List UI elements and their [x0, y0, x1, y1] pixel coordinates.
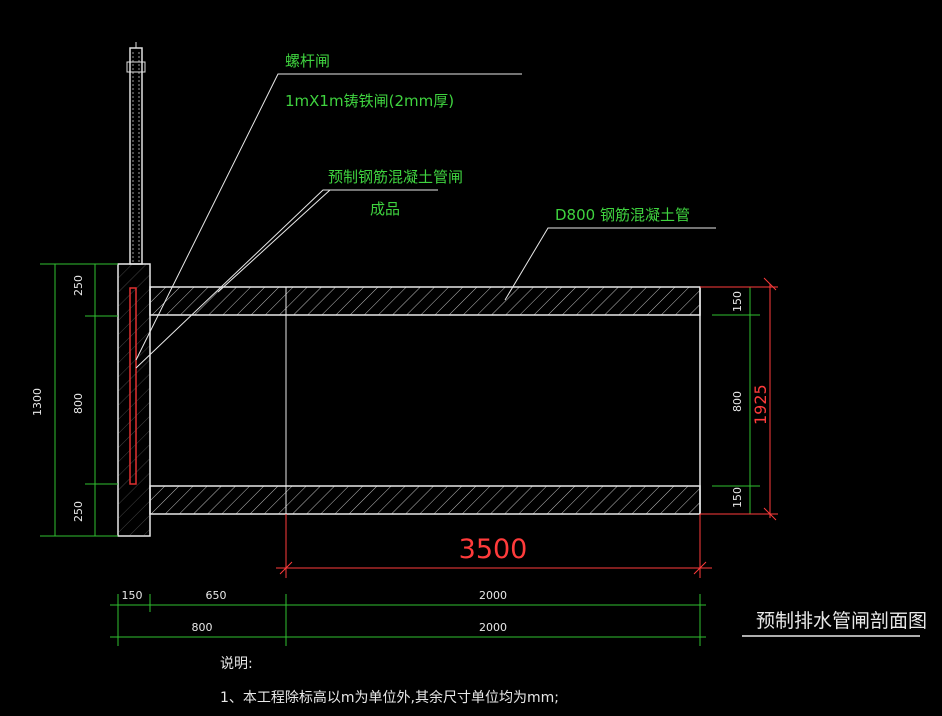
notes-heading: 说明: — [220, 656, 253, 672]
dim-row1-b: 650 — [206, 589, 227, 602]
dim-left-top: 250 — [72, 275, 85, 296]
bottom-dimensions — [110, 594, 706, 646]
drawing-title: 预制排水管闸剖面图 — [756, 610, 927, 632]
dim-right-mid: 800 — [731, 391, 744, 412]
dim-left-mid: 800 — [72, 393, 85, 414]
dim-right-bot: 150 — [731, 487, 744, 508]
screw-rod — [126, 42, 146, 265]
dim-row2-b: 2000 — [479, 621, 507, 634]
label-screw-gate: 螺杆闸 — [285, 52, 330, 70]
dim-right-total: 1925 — [751, 384, 770, 425]
gate-plate-red — [129, 287, 137, 485]
right-total-dimension — [700, 277, 778, 521]
notes-line-1: 1、本工程除标高以m为单位外,其余尺寸单位均为mm; — [220, 689, 559, 706]
label-d800-pipe: D800 钢筋混凝土管 — [555, 206, 690, 224]
pipe-bottom-wall — [149, 485, 701, 515]
left-dimensions — [40, 263, 118, 537]
label-finished-product: 成品 — [370, 200, 400, 218]
leader-lines — [135, 73, 716, 369]
pipe-length-dimension — [276, 514, 712, 578]
dim-left-total: 1300 — [31, 388, 44, 416]
gate-well — [117, 263, 151, 537]
label-cast-iron-gate: 1mX1m铸铁闸(2mm厚) — [285, 92, 454, 110]
dim-row2-a: 800 — [192, 621, 213, 634]
dim-left-bot: 250 — [72, 501, 85, 522]
dim-row1-c: 2000 — [479, 589, 507, 602]
dim-right-top: 150 — [731, 291, 744, 312]
label-precast-gate: 预制钢筋混凝土管闸 — [328, 168, 463, 186]
dim-pipe-length: 3500 — [459, 534, 528, 565]
dim-row1-a: 150 — [122, 589, 143, 602]
pipe-top-wall — [149, 286, 701, 316]
